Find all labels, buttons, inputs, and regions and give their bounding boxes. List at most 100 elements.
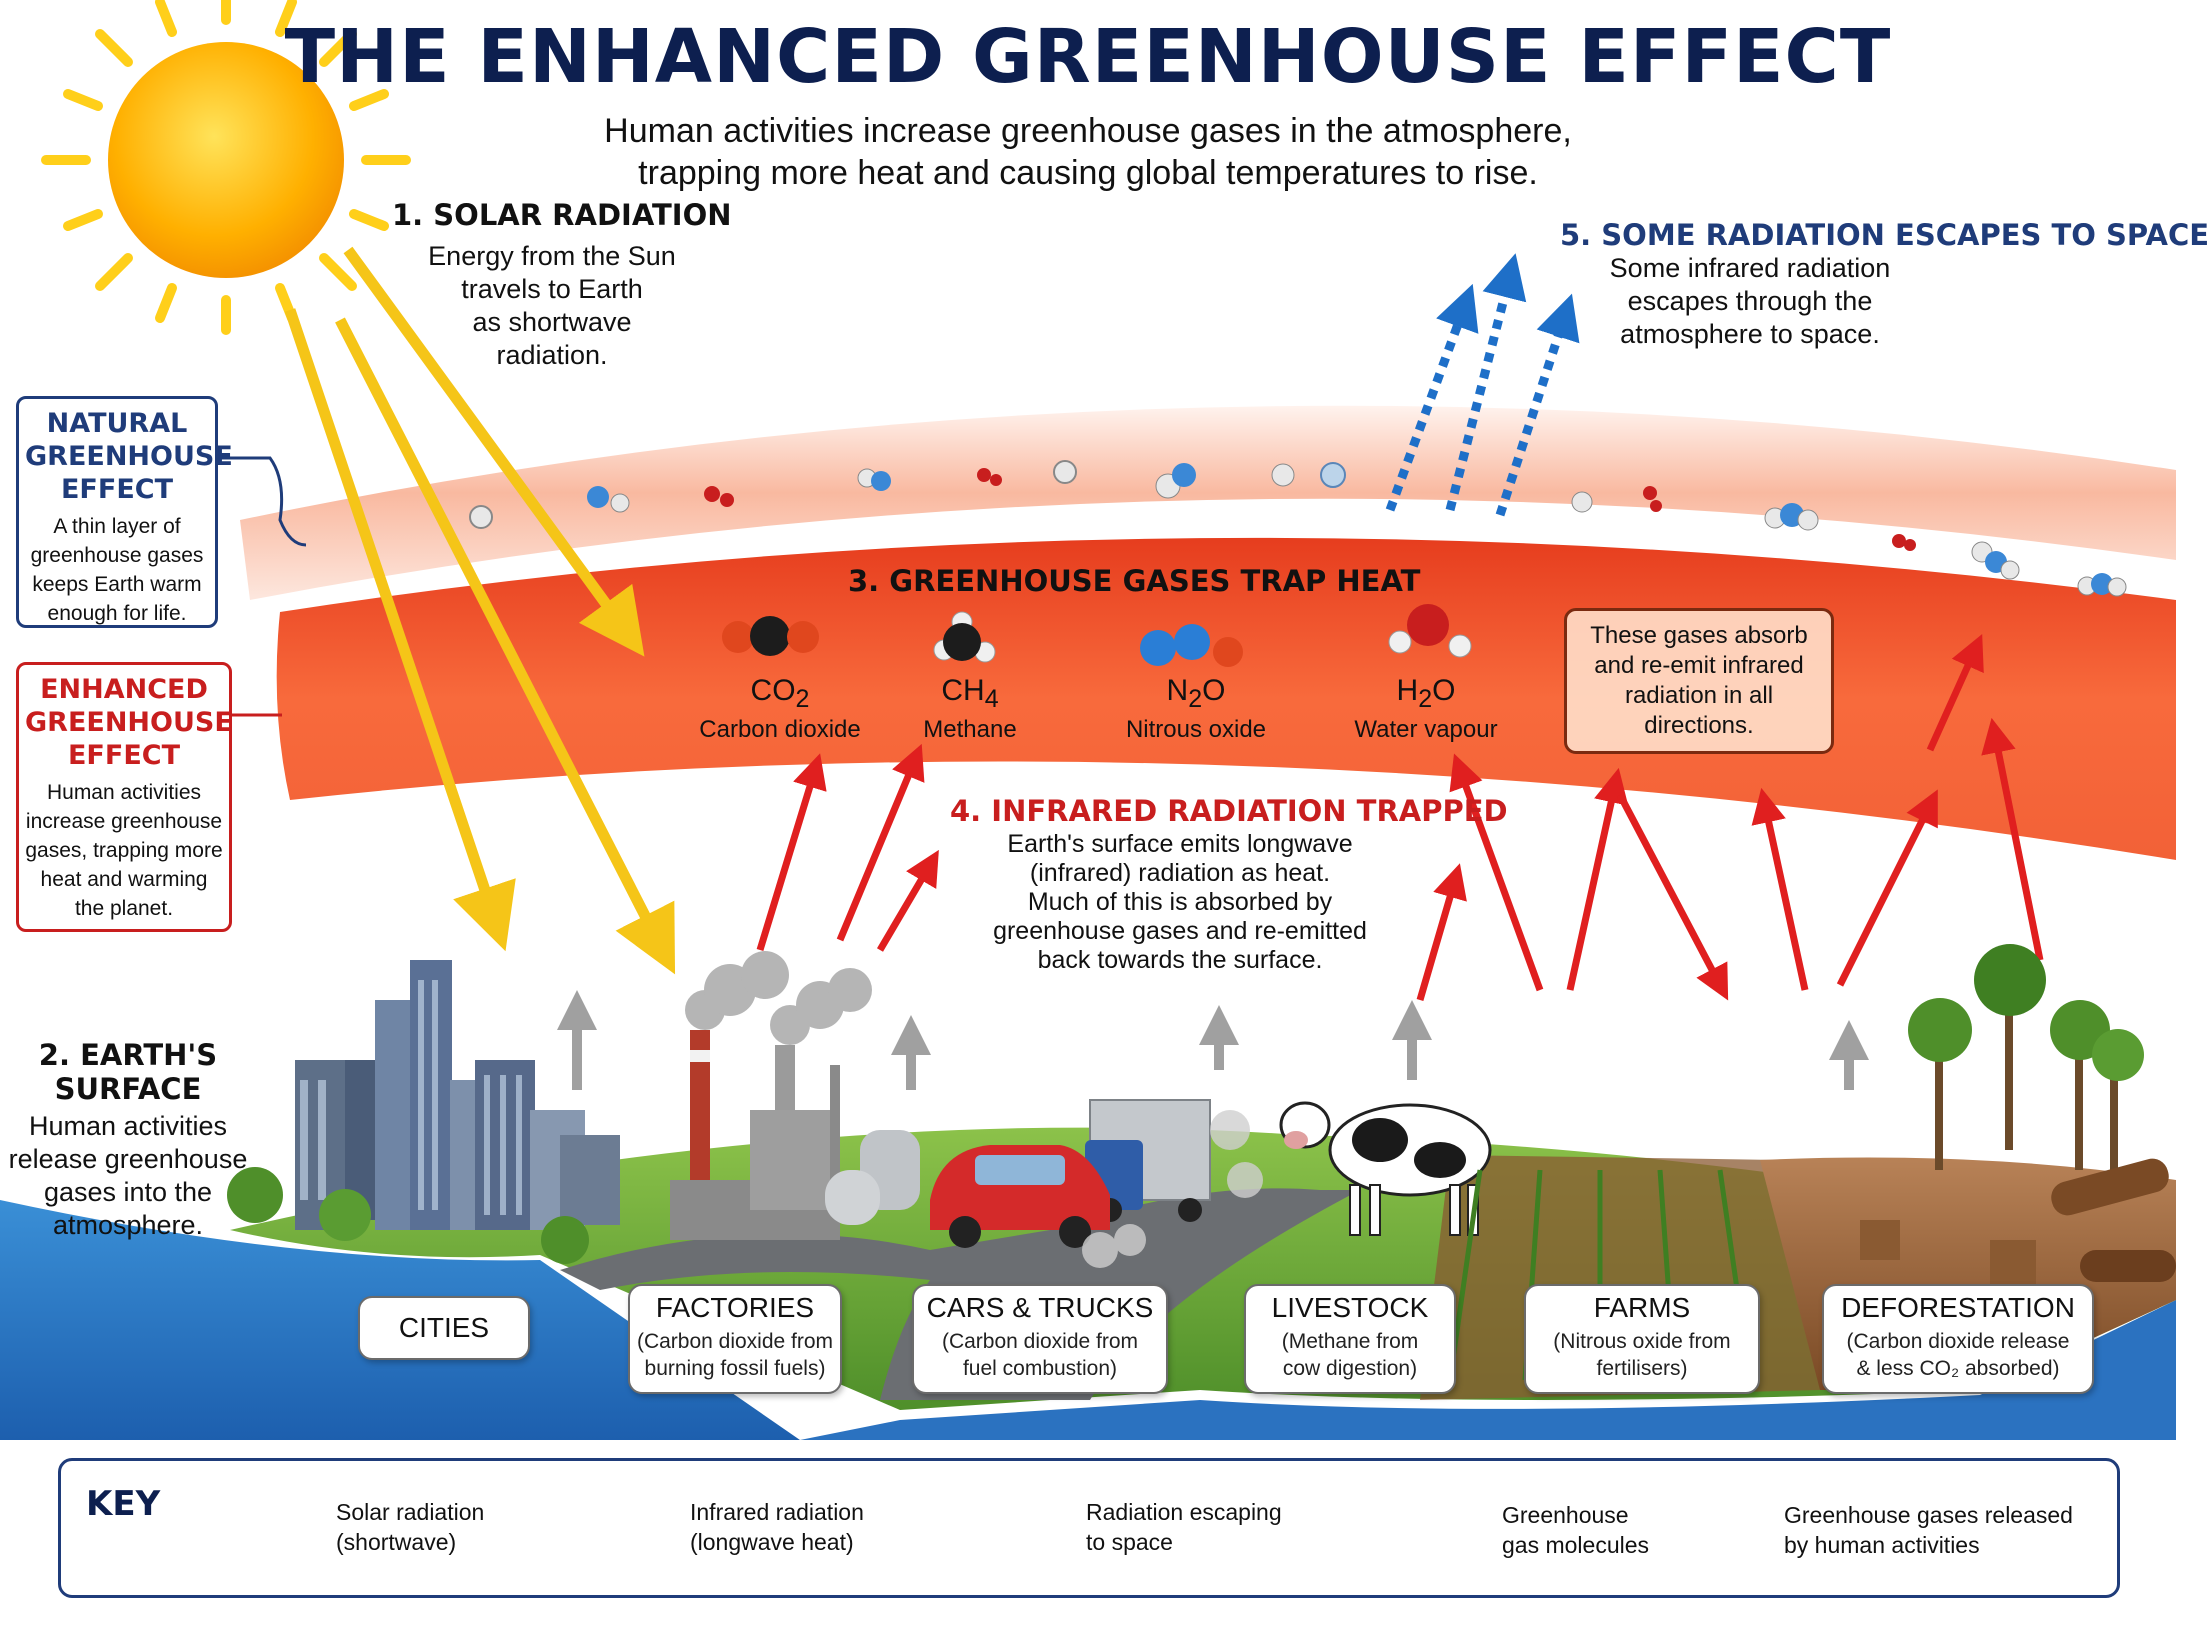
source-detail: (Carbon dioxide from burning fossil fuel…	[634, 1328, 836, 1382]
source-farms: FARMS (Nitrous oxide from fertilisers)	[1524, 1284, 1760, 1394]
infrared-arrow	[1416, 863, 1467, 1001]
formula-main: N	[1166, 674, 1189, 707]
text-line: atmosphere to space.	[1620, 319, 1880, 349]
text-line: (infrared) radiation as heat.	[1029, 859, 1331, 887]
gas-ch4: CH4 Methane	[870, 674, 1070, 744]
release-arrows	[557, 990, 1869, 1090]
heading-line: GREENHOUSE	[25, 707, 233, 738]
earth-surface-heading: 2. EARTH'S SURFACE	[8, 1038, 248, 1106]
text-line: as shortwave	[472, 307, 632, 337]
earth-surface-text: Human activities release greenhouse gase…	[8, 1110, 248, 1242]
solar-arrow	[335, 317, 676, 975]
formula-subscript: 2	[795, 685, 810, 713]
gas-formula: H2O	[1326, 674, 1526, 714]
text-line: Energy from the Sun	[428, 241, 676, 271]
n2o-molecule-icon	[1140, 624, 1243, 667]
key-line: Radiation escaping	[1086, 1499, 1282, 1525]
key-title: KEY	[86, 1484, 161, 1524]
text-line: Some infrared radiation	[1609, 253, 1891, 283]
key-label-release: Greenhouse gases released by human activ…	[1784, 1500, 2073, 1560]
gas-formula: CH4	[870, 674, 1070, 714]
gas-molecules	[469, 460, 2127, 597]
formula-main: CH	[941, 674, 985, 707]
gas-formula: N2O	[1096, 674, 1296, 714]
absorb-note-box: These gases absorb and re-emit infrared …	[1564, 608, 1834, 754]
detail-line: & less CO₂ absorbed)	[1856, 1357, 2060, 1380]
escape-arrow	[1385, 283, 1479, 512]
escape-heading: 5. SOME RADIATION ESCAPES TO SPACE	[1560, 218, 2209, 252]
source-detail: (Methane from cow digestion)	[1250, 1328, 1450, 1382]
infrared-arrow	[1926, 634, 1984, 752]
infrared-arrow	[1566, 767, 1629, 991]
body-line: keeps Earth warm	[32, 573, 202, 596]
detail-line: (Methane from	[1281, 1330, 1419, 1353]
natural-box-heading: NATURAL GREENHOUSE EFFECT	[25, 407, 233, 506]
text-line: greenhouse gases and re-emitted	[993, 917, 1367, 945]
detail-line: (Carbon dioxide release	[1846, 1330, 2070, 1353]
detail-line: fertilisers)	[1596, 1357, 1688, 1380]
body-line: heat and warming	[40, 868, 208, 891]
detail-line: burning fossil fuels)	[644, 1357, 826, 1380]
body-line: Human activities	[46, 781, 202, 804]
source-title: CARS & TRUCKS	[926, 1292, 1154, 1323]
note-line: and re-emit infrared	[1594, 652, 1804, 679]
source-cities: CITIES	[358, 1296, 530, 1360]
heading-line: GREENHOUSE	[25, 441, 233, 472]
key-line: to space	[1086, 1529, 1173, 1555]
heading-line: SURFACE	[54, 1072, 202, 1106]
infrared-arrow	[1449, 753, 1544, 992]
solar-arrows	[284, 246, 676, 975]
key-label-infrared: Infrared radiation (longwave heat)	[690, 1497, 864, 1557]
car-icon	[930, 1145, 1110, 1248]
infrared-arrow	[756, 753, 827, 952]
body-line: the planet.	[74, 897, 174, 920]
key-line: gas molecules	[1502, 1532, 1650, 1558]
heading-line: NATURAL	[46, 408, 188, 439]
gas-formula: CO2	[680, 674, 880, 714]
infrared-arrow	[1836, 789, 1938, 987]
enhanced-box-body: Human activities increase greenhouse gas…	[25, 778, 223, 923]
source-detail: (Carbon dioxide release & less CO₂ absor…	[1828, 1328, 2088, 1382]
detail-line: fuel combustion)	[962, 1357, 1118, 1380]
gas-name: Carbon dioxide	[699, 716, 861, 743]
source-title: DEFORESTATION	[1841, 1292, 2075, 1323]
factory-icon	[670, 951, 920, 1240]
natural-box-connector	[218, 456, 307, 547]
formula-end: O	[1432, 674, 1456, 707]
legend-key	[58, 1458, 2120, 1598]
heading-line: 2. EARTH'S	[38, 1038, 218, 1072]
gas-name: Nitrous oxide	[1125, 716, 1267, 743]
subtitle-line: Human activities increase greenhouse gas…	[604, 112, 1572, 150]
source-title: CITIES	[398, 1312, 490, 1343]
text-line: release greenhouse	[8, 1144, 248, 1174]
solar-arrow	[343, 246, 645, 657]
key-line: Greenhouse gases released	[1784, 1502, 2073, 1528]
text-line: Human activities	[28, 1111, 228, 1141]
source-title: LIVESTOCK	[1271, 1292, 1429, 1323]
escape-arrow	[1445, 253, 1527, 512]
infrared-arrow	[1616, 793, 1729, 1001]
gas-co2: CO2 Carbon dioxide	[680, 674, 880, 744]
body-line: greenhouse gases	[30, 544, 204, 567]
note-line: radiation in all	[1624, 682, 1774, 709]
key-line: by human activities	[1784, 1532, 1980, 1558]
source-livestock: LIVESTOCK (Methane from cow digestion)	[1244, 1284, 1456, 1394]
body-line: enough for life.	[47, 602, 187, 625]
source-title: FACTORIES	[655, 1292, 815, 1323]
source-factories: FACTORIES (Carbon dioxide from burning f…	[628, 1284, 842, 1394]
ch4-molecule-icon	[933, 611, 996, 663]
formula-subscript: 2	[1418, 685, 1433, 713]
escape-text: Some infrared radiation escapes through …	[1560, 252, 1940, 351]
infrared-arrow	[1751, 787, 1809, 991]
text-line: radiation.	[496, 340, 608, 370]
natural-box-body: A thin layer of greenhouse gases keeps E…	[25, 512, 209, 628]
enhanced-greenhouse-box: ENHANCED GREENHOUSE EFFECT Human activit…	[16, 662, 233, 932]
key-line: (shortwave)	[336, 1529, 457, 1555]
infrared-text: Earth's surface emits longwave (infrared…	[960, 830, 1400, 975]
key-label-solar: Solar radiation (shortwave)	[336, 1497, 484, 1557]
source-title: FARMS	[1593, 1292, 1691, 1323]
earth-surface-block: 2. EARTH'S SURFACE Human activities rele…	[8, 1038, 248, 1242]
formula-main: H	[1396, 674, 1419, 707]
page-subtitle: Human activities increase greenhouse gas…	[0, 110, 2176, 194]
key-label-escape: Radiation escaping to space	[1086, 1497, 1282, 1557]
